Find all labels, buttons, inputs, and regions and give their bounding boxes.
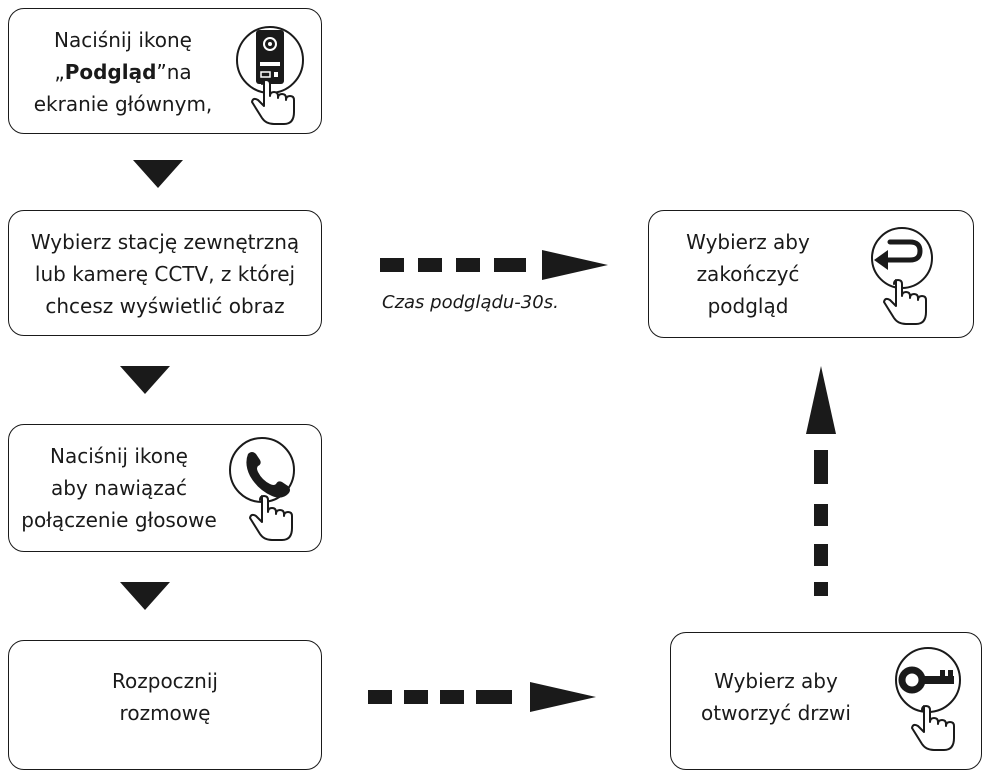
phone-icon: [229, 437, 295, 541]
step3-line2: aby nawiązać: [51, 476, 187, 500]
tap-hand-icon: [251, 79, 295, 125]
step-text-talk: Rozpocznij rozmowę: [8, 665, 322, 729]
step-text-call: Naciśnij ikonę aby nawiązać połączenie g…: [14, 440, 224, 536]
step4-line2: rozmowę: [119, 701, 211, 725]
step1-quote-open: „: [54, 60, 65, 84]
step-text-select-station: Wybierz stację zewnętrzną lub kamerę CCT…: [8, 226, 322, 322]
dash-segment: [368, 690, 392, 704]
dash-segment: [418, 258, 442, 272]
step4-line1: Rozpocznij: [112, 669, 218, 693]
down-arrow-3: [120, 582, 170, 610]
dash-segment: [380, 258, 404, 272]
step-box-talk: [8, 640, 322, 770]
dash-segment: [440, 690, 464, 704]
down-arrow-2: [120, 366, 170, 394]
dash-segment: [476, 690, 512, 704]
dash-segment: [814, 582, 828, 596]
intercom-panel-icon: [236, 26, 304, 125]
down-arrow-1: [133, 160, 183, 188]
step1-line1: Naciśnij ikonę: [54, 28, 192, 52]
step-text-end-preview: Wybierz aby zakończyć podgląd: [648, 226, 848, 322]
door-line2: otworzyć drzwi: [701, 701, 851, 725]
step3-line1: Naciśnij ikonę: [50, 444, 188, 468]
step3-line3: połączenie głosowe: [21, 508, 217, 532]
dash-segment: [814, 450, 828, 484]
key-icon: [895, 647, 961, 751]
step1-line3: ekranie głównym,: [33, 92, 213, 116]
step1-bold-label: Podgląd: [64, 60, 157, 84]
end-line2: zakończyć: [696, 262, 800, 286]
up-arrow-head: [806, 366, 836, 434]
end-line1: Wybierz aby: [686, 230, 810, 254]
right-arrow-head-1: [542, 250, 608, 280]
preview-time-label: Czas podglądu-30s.: [382, 292, 559, 313]
dash-segment: [456, 258, 480, 272]
step-text-open-door: Wybierz aby otworzyć drzwi: [676, 665, 876, 729]
step-box-select-station: [8, 210, 322, 336]
right-arrow-head-2: [530, 682, 596, 712]
dash-segment: [494, 258, 526, 272]
step2-line3: chcesz wyświetlić obraz: [45, 294, 285, 318]
step-text-preview: Naciśnij ikonę „Podgląd”na ekranie główn…: [18, 24, 228, 120]
return-arrow-icon: [871, 227, 933, 325]
step2-line1: Wybierz stację zewnętrzną: [30, 230, 300, 254]
step1-line2: „Podgląd”na: [18, 56, 228, 88]
dash-segment: [814, 544, 828, 566]
step1-quote-close: ”na: [156, 60, 192, 84]
dash-segment: [814, 504, 828, 526]
dash-segment: [404, 690, 428, 704]
step2-line2: lub kamerę CCTV, z której: [34, 262, 296, 286]
end-line3: podgląd: [707, 294, 789, 318]
door-line1: Wybierz aby: [714, 669, 838, 693]
